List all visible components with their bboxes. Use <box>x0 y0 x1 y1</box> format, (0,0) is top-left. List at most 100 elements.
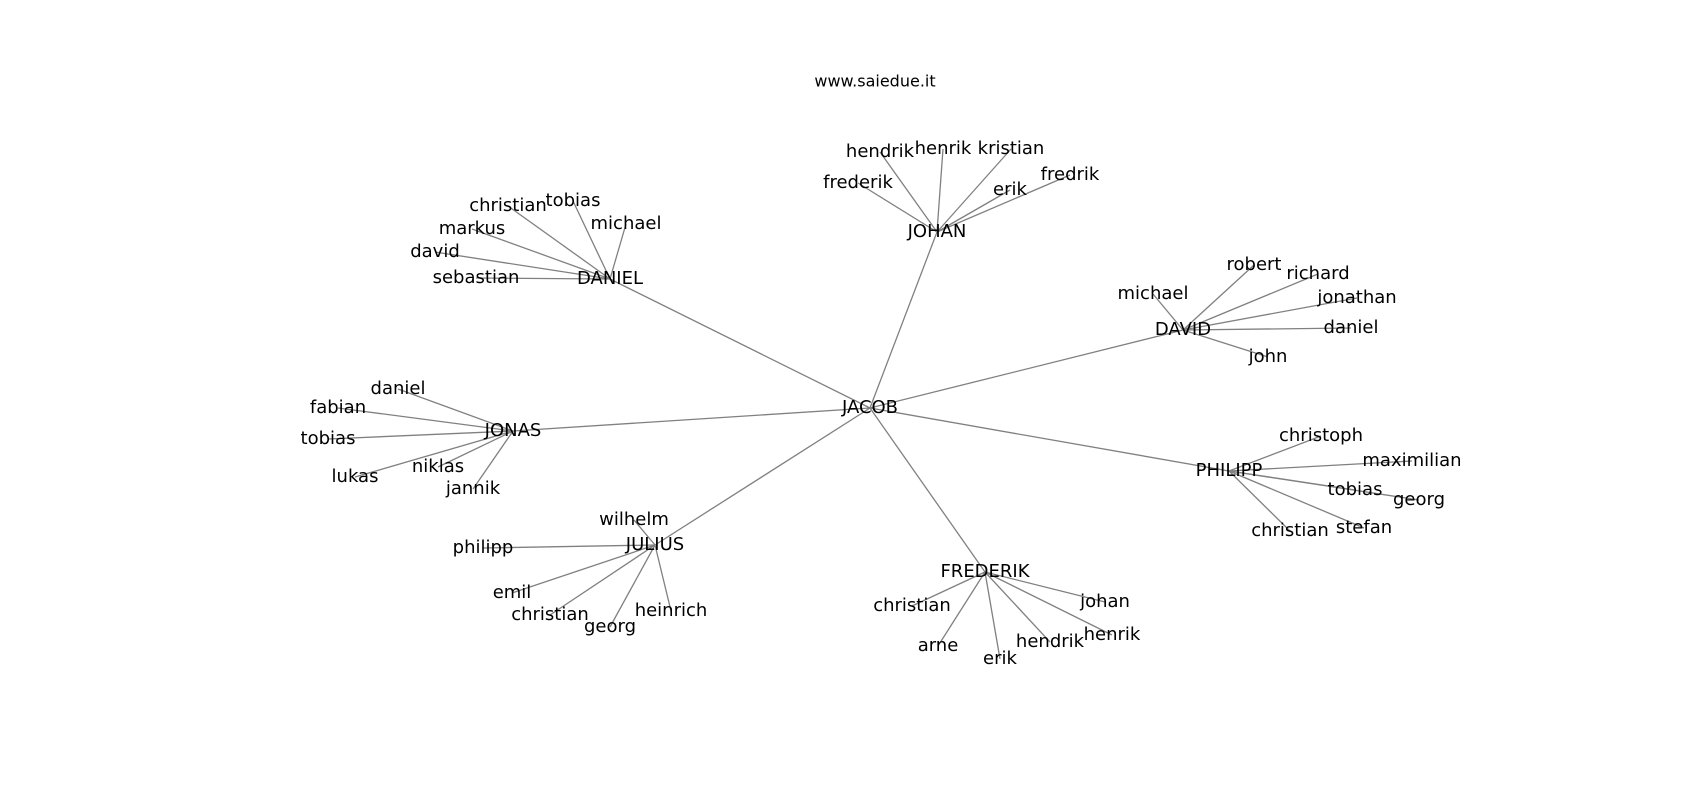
edge-frederik-christian <box>911 571 986 607</box>
node-child-daniel-christian: christian <box>469 195 547 216</box>
node-child-julius-georg: georg <box>584 616 636 637</box>
edge-julius-philipp <box>482 544 656 549</box>
node-child-david-john: john <box>1248 346 1288 367</box>
node-child-philipp-christian: christian <box>1251 520 1329 541</box>
edge-johan-henrik <box>936 148 944 233</box>
node-parent-david: DAVID <box>1155 319 1211 340</box>
edges-layer <box>327 148 1420 660</box>
node-child-daniel-sebastian: sebastian <box>433 267 520 288</box>
edge-philipp-stefan <box>1228 470 1365 529</box>
node-child-johan-fredrik: fredrik <box>1041 164 1100 185</box>
edge-david-michael <box>1152 293 1184 331</box>
node-child-philipp-christoph: christoph <box>1279 425 1363 446</box>
node-child-frederik-johan: johan <box>1079 591 1130 612</box>
edge-daniel-markus <box>471 228 611 280</box>
node-parent-johan: JOHAN <box>907 221 967 242</box>
edge-julius-emil <box>511 544 656 594</box>
node-child-david-michael: michael <box>1118 283 1189 304</box>
edge-root-jonas <box>512 407 871 432</box>
edge-julius-christian <box>549 544 656 616</box>
node-child-jonas-fabian: fabian <box>310 397 366 418</box>
node-child-johan-kristian: kristian <box>978 138 1045 159</box>
edge-jonas-daniel <box>397 388 514 432</box>
edge-david-richard <box>1182 273 1319 331</box>
edge-frederik-johan <box>984 571 1106 603</box>
edge-david-jonathan <box>1182 297 1358 331</box>
node-child-johan-frederik: frederik <box>823 172 893 193</box>
node-child-philipp-stefan: stefan <box>1336 517 1392 538</box>
edge-frederik-erik <box>984 571 1001 660</box>
node-child-julius-wilhelm: wilhelm <box>599 509 669 530</box>
edge-jonas-tobias <box>327 430 514 440</box>
node-parent-julius: JULIUS <box>625 534 684 555</box>
node-parent-jonas: JONAS <box>484 420 542 441</box>
edge-jonas-lukas <box>354 430 514 478</box>
node-child-johan-hendrik: hendrik <box>846 141 915 162</box>
node-child-julius-heinrich: heinrich <box>635 600 708 621</box>
edge-julius-georg <box>609 544 656 628</box>
node-child-daniel-michael: michael <box>591 213 662 234</box>
node-child-johan-erik: erik <box>993 179 1027 200</box>
node-parent-philipp: PHILIPP <box>1196 460 1263 481</box>
node-child-johan-henrik: henrik <box>915 138 972 159</box>
edge-daniel-david <box>434 251 611 280</box>
node-child-frederik-erik: erik <box>983 648 1017 669</box>
edge-philipp-maximilian <box>1228 460 1413 472</box>
node-root-jacob: JACOB <box>841 397 898 418</box>
edge-frederik-henrik <box>984 571 1113 636</box>
node-child-daniel-markus: markus <box>439 218 506 239</box>
node-child-julius-philipp: philipp <box>453 537 514 558</box>
node-child-david-jonathan: jonathan <box>1316 287 1396 308</box>
edge-johan-kristian <box>936 148 1012 233</box>
node-child-frederik-christian: christian <box>873 595 951 616</box>
node-parent-frederik: FREDERIK <box>940 561 1030 582</box>
edge-johan-frederik <box>857 182 938 233</box>
node-child-jonas-niklas: niklas <box>412 456 464 477</box>
node-child-frederik-arne: arne <box>918 635 959 656</box>
edge-daniel-sebastian <box>475 277 611 280</box>
edge-julius-wilhelm <box>633 519 656 546</box>
node-child-philipp-maximilian: maximilian <box>1362 450 1461 471</box>
edge-daniel-tobias <box>572 200 611 280</box>
node-child-david-daniel: daniel <box>1324 317 1379 338</box>
node-child-jonas-lukas: lukas <box>332 466 379 487</box>
edge-jonas-jannik <box>472 430 514 490</box>
edge-david-john <box>1182 329 1269 358</box>
node-child-julius-emil: emil <box>493 582 532 603</box>
edge-philipp-georg <box>1228 470 1420 501</box>
edge-david-daniel <box>1182 327 1352 331</box>
edge-jonas-fabian <box>337 407 514 432</box>
node-child-frederik-henrik: henrik <box>1084 624 1141 645</box>
edge-root-philipp <box>869 407 1230 472</box>
edge-johan-erik <box>936 189 1011 233</box>
edge-philipp-christian <box>1228 470 1291 532</box>
edge-julius-heinrich <box>654 544 672 612</box>
node-child-daniel-tobias: tobias <box>546 190 601 211</box>
edge-root-david <box>869 329 1184 409</box>
node-child-david-richard: richard <box>1286 263 1349 284</box>
edge-david-robert <box>1182 264 1255 331</box>
edge-daniel-christian <box>507 205 611 280</box>
edge-johan-hendrik <box>879 151 938 233</box>
edge-philipp-christoph <box>1228 435 1322 472</box>
node-child-philipp-georg: georg <box>1393 489 1445 510</box>
node-child-david-robert: robert <box>1227 254 1282 275</box>
node-child-julius-christian: christian <box>511 604 589 625</box>
edge-root-johan <box>869 231 938 409</box>
node-child-jonas-daniel: daniel <box>371 378 426 399</box>
edge-root-daniel <box>609 278 871 409</box>
edge-daniel-michael <box>609 223 627 280</box>
node-child-frederik-hendrik: hendrik <box>1016 631 1085 652</box>
site-watermark: www.saiedue.it <box>814 72 935 91</box>
node-parent-daniel: DANIEL <box>577 268 643 289</box>
edge-johan-fredrik <box>936 174 1071 233</box>
edge-frederik-hendrik <box>984 571 1051 643</box>
node-child-jonas-jannik: jannik <box>445 478 501 499</box>
node-child-daniel-david: david <box>410 241 460 262</box>
edge-frederik-arne <box>937 571 986 647</box>
node-child-jonas-tobias: tobias <box>301 428 356 449</box>
edge-root-julius <box>654 407 871 546</box>
edge-root-frederik <box>869 407 986 573</box>
